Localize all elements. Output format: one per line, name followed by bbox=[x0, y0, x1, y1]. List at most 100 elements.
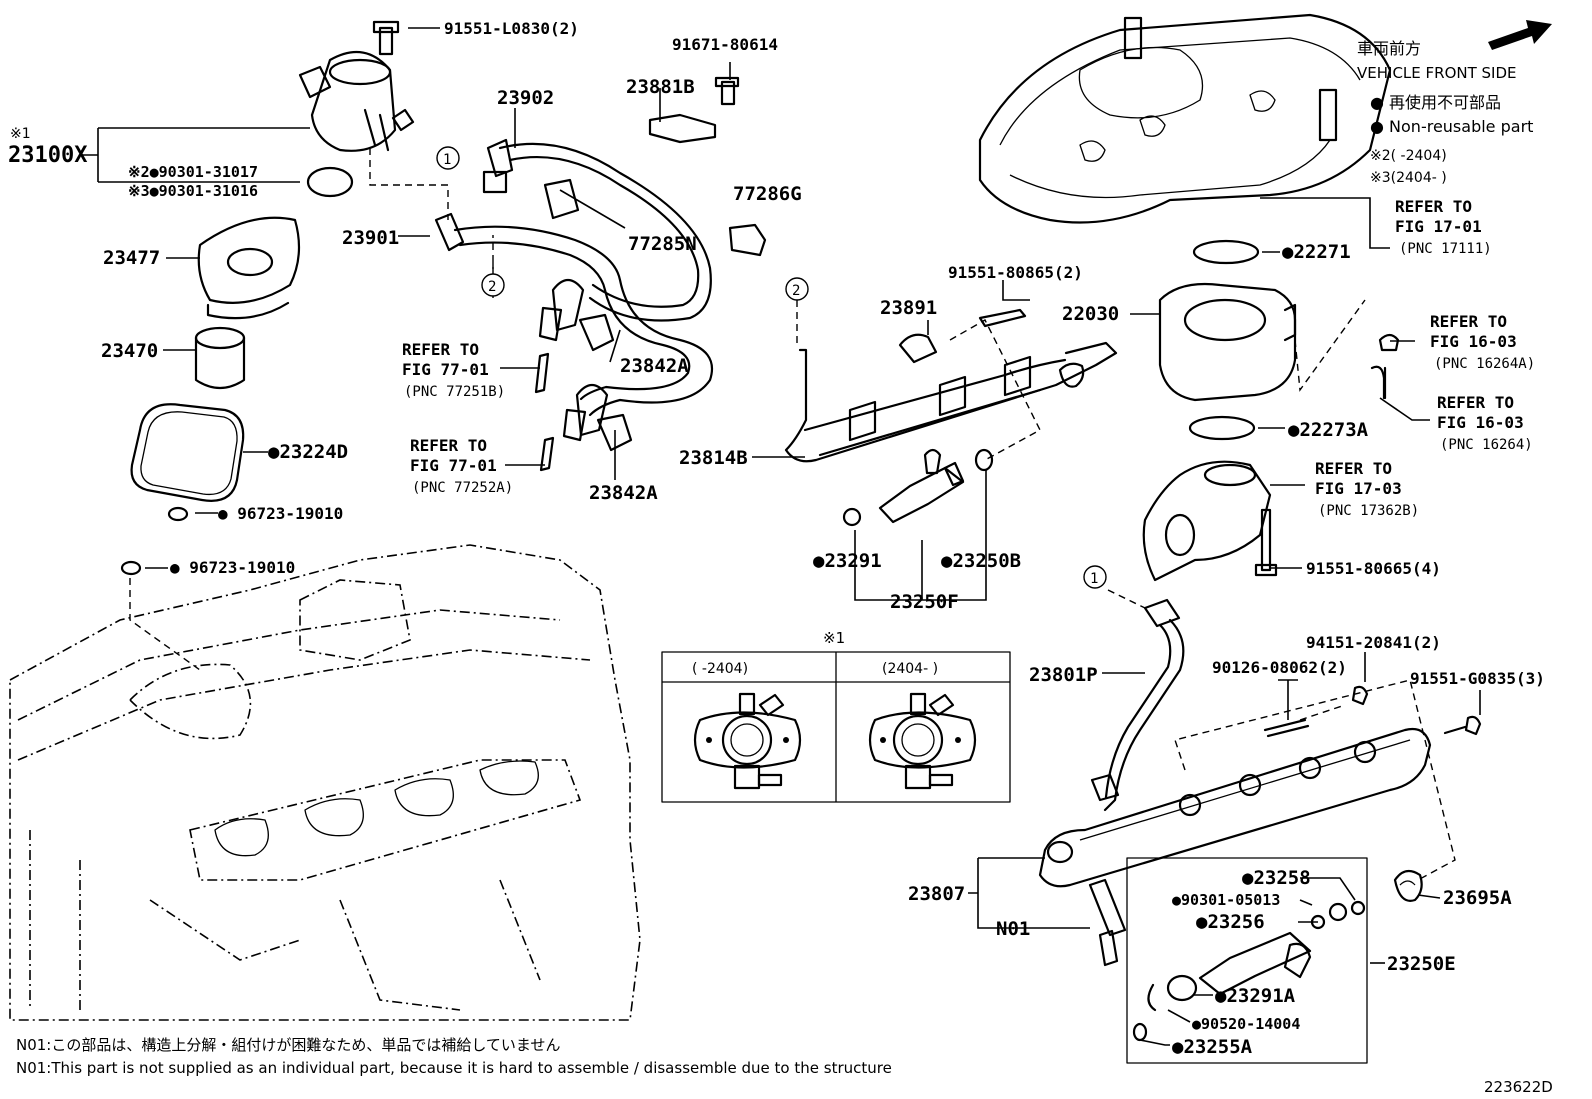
label-23842A-upper: 23842A bbox=[620, 355, 689, 377]
label-23291: ●23291 bbox=[813, 550, 882, 572]
label-90126-08062: 90126-08062(2) bbox=[1212, 658, 1347, 677]
svg-text:(PNC 16264): (PNC 16264) bbox=[1440, 437, 1533, 453]
injector-23250F-drawing bbox=[842, 448, 994, 527]
vacuum-hose-drawing bbox=[1370, 333, 1400, 400]
footer-note-en: N01:This part is not supplied as an indi… bbox=[16, 1059, 892, 1077]
inset-title: ※1 bbox=[823, 629, 845, 647]
gasket-drawing bbox=[120, 403, 245, 576]
label-23881B: 23881B bbox=[626, 76, 695, 98]
legend-front-en: VEHICLE FRONT SIDE bbox=[1357, 64, 1517, 82]
refer-17111: REFER TO FIG 17-01 (PNC 17111) bbox=[1395, 197, 1492, 257]
label-91551-G0835: 91551-G0835(3) bbox=[1410, 669, 1545, 688]
label-90301-31016: ※3●90301-31016 bbox=[128, 182, 258, 200]
label-77285N: 77285N bbox=[628, 233, 697, 255]
callout-2-left: 2 bbox=[481, 273, 505, 297]
svg-text:REFER TO: REFER TO bbox=[1315, 459, 1392, 478]
label-23100X: 23100X bbox=[8, 143, 87, 168]
label-91551-L0830: 91551-L0830(2) bbox=[444, 19, 579, 38]
inset-col2-label: (2404- ) bbox=[882, 661, 938, 677]
svg-text:FIG 17-01: FIG 17-01 bbox=[1395, 217, 1482, 236]
footer-note-jp: N01:この部品は、構造上分解・組付けが困難なため、単品では補給していません bbox=[16, 1036, 560, 1054]
label-23258: ●23258 bbox=[1242, 867, 1311, 889]
front-direction-arrow-icon bbox=[1488, 20, 1552, 50]
throttle-body-drawing bbox=[1158, 282, 1297, 402]
svg-text:1: 1 bbox=[443, 152, 451, 168]
fuel-pipe-23801P-drawing bbox=[1090, 598, 1185, 812]
label-23477: 23477 bbox=[103, 247, 160, 269]
svg-text:REFER TO: REFER TO bbox=[1430, 312, 1507, 331]
label-23842A-lower: 23842A bbox=[589, 482, 658, 504]
callout-2-right: 2 bbox=[785, 277, 809, 301]
label-94151-20841: 94151-20841(2) bbox=[1306, 633, 1441, 652]
svg-text:FIG 16-03: FIG 16-03 bbox=[1437, 413, 1524, 432]
injector-23250E-drawing bbox=[1132, 900, 1366, 1042]
label-23814B: 23814B bbox=[679, 447, 748, 469]
svg-text:REFER TO: REFER TO bbox=[1395, 197, 1472, 216]
label-91551-80865: 91551-80865(2) bbox=[948, 263, 1083, 282]
gasket-22271-drawing bbox=[1192, 239, 1260, 265]
svg-text:(PNC 77251B): (PNC 77251B) bbox=[404, 384, 505, 400]
leader-lines bbox=[82, 27, 1481, 1064]
legend: 車両前方 VEHICLE FRONT SIDE ● 再使用不可部品 ● Non-… bbox=[1357, 39, 1533, 186]
refer-77252A: REFER TO FIG 77-01 (PNC 77252A) bbox=[410, 436, 513, 496]
label-22030: 22030 bbox=[1062, 303, 1119, 325]
clip-23695A-drawing bbox=[1393, 869, 1423, 902]
fuel-rail-23807-drawing bbox=[1038, 685, 1482, 967]
pump-flange-drawing bbox=[197, 216, 301, 320]
fuel-tube-23901-drawing bbox=[434, 212, 714, 417]
diagram-id: 223622D bbox=[1484, 1078, 1553, 1096]
label-91551-80665: 91551-80665(4) bbox=[1306, 559, 1441, 578]
label-23470: 23470 bbox=[101, 340, 158, 362]
label-23250E: 23250E bbox=[1387, 953, 1456, 975]
footer-notes: N01:この部品は、構造上分解・組付けが困難なため、単品では補給していません N… bbox=[16, 1036, 1553, 1096]
hose-connectors-drawing bbox=[534, 76, 767, 472]
inset-pump-late bbox=[868, 692, 977, 790]
label-23891: 23891 bbox=[880, 297, 937, 319]
refer-16264A: REFER TO FIG 16-03 (PNC 16264A) bbox=[1430, 312, 1535, 372]
label-90301-05013: ●90301-05013 bbox=[1172, 891, 1280, 909]
throttle-adapter-drawing bbox=[1142, 460, 1278, 582]
dashed-guide-lines bbox=[369, 148, 1456, 881]
svg-text:2: 2 bbox=[792, 283, 800, 299]
label-23256: ●23256 bbox=[1196, 911, 1265, 933]
label-N01: N01 bbox=[996, 918, 1030, 940]
label-23902: 23902 bbox=[497, 87, 554, 109]
label-22271: ●22271 bbox=[1282, 241, 1351, 263]
svg-text:2: 2 bbox=[488, 279, 496, 295]
legend-note2: ※2( -2404) bbox=[1370, 148, 1447, 164]
inset-pump-early bbox=[693, 692, 802, 790]
label-23224D: ●23224D bbox=[268, 441, 348, 463]
legend-nonreuse-en: ● Non-reusable part bbox=[1370, 117, 1533, 136]
part-labels: 91551-L0830(2) 91671-80614 23881B 23902 … bbox=[8, 19, 1545, 1058]
label-23695A: 23695A bbox=[1443, 887, 1512, 909]
svg-text:(PNC 77252A): (PNC 77252A) bbox=[412, 480, 513, 496]
label-96723-19010-lower: ● 96723-19010 bbox=[170, 558, 295, 577]
label-23291A: ●23291A bbox=[1215, 985, 1296, 1007]
svg-text:FIG 77-01: FIG 77-01 bbox=[410, 456, 497, 475]
callout-1-top: 1 bbox=[436, 146, 460, 170]
refer-77251B: REFER TO FIG 77-01 (PNC 77251B) bbox=[402, 340, 505, 400]
svg-text:FIG 16-03: FIG 16-03 bbox=[1430, 332, 1517, 351]
svg-text:(PNC 17362B): (PNC 17362B) bbox=[1318, 503, 1419, 519]
fuel-pump-drawing bbox=[298, 20, 415, 198]
callout-1-bottom: 1 bbox=[1083, 565, 1107, 589]
svg-text:(PNC 17111): (PNC 17111) bbox=[1399, 241, 1492, 257]
label-22273A: ●22273A bbox=[1288, 419, 1369, 441]
label-23801P: 23801P bbox=[1029, 664, 1098, 686]
label-91671-80614: 91671-80614 bbox=[672, 35, 778, 54]
svg-text:FIG 17-03: FIG 17-03 bbox=[1315, 479, 1402, 498]
svg-text:REFER TO: REFER TO bbox=[402, 340, 479, 359]
legend-front-jp: 車両前方 bbox=[1357, 39, 1421, 58]
label-23250F: 23250F bbox=[890, 591, 959, 613]
engine-block-outline bbox=[9, 544, 641, 1021]
label-96723-19010-upper: ● 96723-19010 bbox=[218, 504, 343, 523]
label-90301-31017: ※2●90301-31017 bbox=[128, 163, 258, 181]
label-23250B: ●23250B bbox=[941, 550, 1021, 572]
legend-nonreuse-jp: ● 再使用不可部品 bbox=[1370, 93, 1501, 112]
label-90520-14004: ●90520-14004 bbox=[1192, 1015, 1300, 1033]
svg-text:FIG 77-01: FIG 77-01 bbox=[402, 360, 489, 379]
variant-inset: ※1 ( -2404) (2404- ) bbox=[661, 629, 1011, 803]
svg-text:(PNC 16264A): (PNC 16264A) bbox=[1434, 356, 1535, 372]
gasket-22273A-drawing bbox=[1188, 415, 1256, 441]
